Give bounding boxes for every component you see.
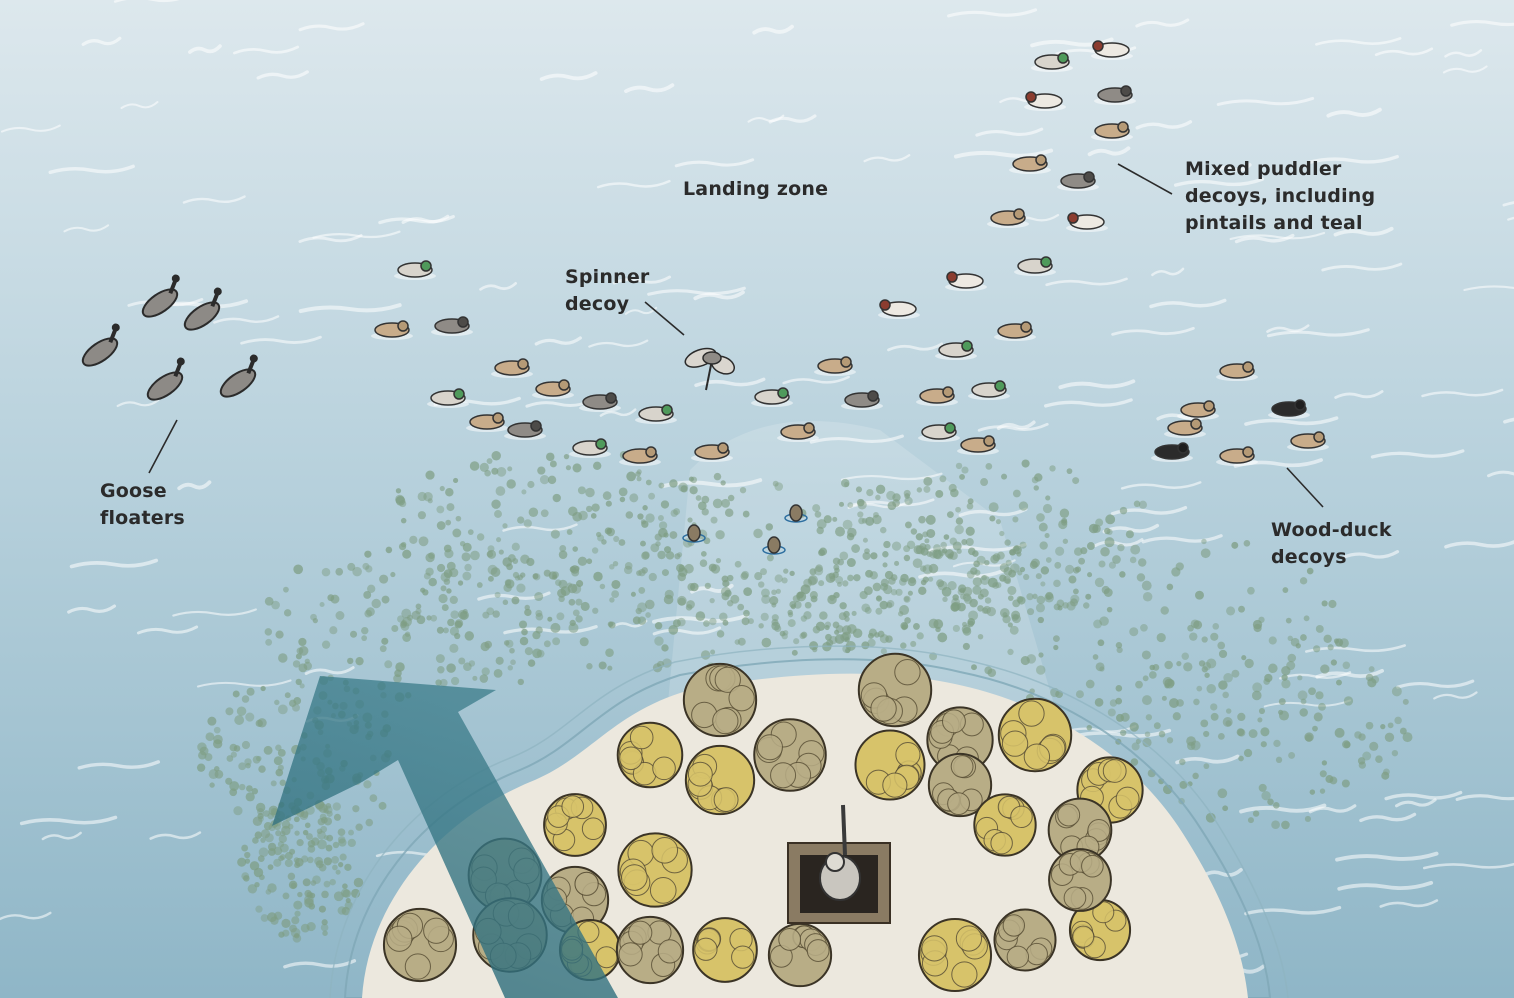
puddler-decoy-icon [569,438,611,458]
wood-duck-decoy-icon [466,412,508,432]
puddler-decoy-icon [504,420,546,440]
pintail-decoy-icon [945,271,987,291]
wood-duck-decoy-icon [994,321,1036,341]
leader-lines [148,163,1324,508]
puddler-decoy-icon [935,340,977,360]
goose-decoy-icon [146,357,185,401]
wood-duck-decoy-icon [1091,121,1133,141]
puddler-decoy-icon [1057,171,1099,191]
puddler-decoy-icon [751,387,793,407]
wood-duck-decoy-icon [532,379,574,399]
wood-duck-label: Wood-duck decoys [1271,519,1392,568]
arrow-up-right-icon [272,676,618,998]
pintail-decoy-icon [1024,91,1066,111]
puddler-decoy-icon [394,260,436,280]
puddler-decoy-icon [1094,85,1136,105]
wood-duck-decoy-icon [957,435,999,455]
wood-duck-decoy-icon [987,208,1029,228]
wood-duck-decoy-icon [814,356,856,376]
goose-decoy-icon [219,354,258,398]
wood-duck-decoy-icon [1216,446,1258,466]
wood-duck-decoy-icon [1216,361,1258,381]
goose-decoy-icon [141,274,180,318]
wood-duck-decoy-icon [1177,400,1219,420]
wood-duck-decoy-icon [1009,154,1051,174]
puddler-decoy-icon [1031,52,1073,72]
decoy-spread [81,40,1329,555]
wood-duck-decoy-icon [491,358,533,378]
spinner-decoy-icon [684,347,736,391]
spinner-decoy-label: Spinner decoy [565,266,650,315]
wood-duck-decoy-icon [691,442,733,462]
pintail-decoy-icon [1091,40,1133,60]
puddler-decoy-icon [431,316,473,336]
wood-duck-decoy-icon [371,320,413,340]
hunter-in-blind-icon [787,804,891,924]
goose-decoy-icon [183,287,222,331]
mixed-puddler-label: Mixed puddler decoys, including pintails… [1185,158,1376,234]
wood-duck-decoy-icon [1268,399,1310,419]
wood-duck-decoy-icon [916,386,958,406]
wood-duck-decoy-icon [1164,418,1206,438]
feeder-decoy-icon [784,504,808,523]
wood-duck-decoy-icon [1287,431,1329,451]
pintail-decoy-icon [878,299,920,319]
puddler-decoy-icon [579,392,621,412]
wood-duck-decoy-icon [619,446,661,466]
goose-decoy-icon [81,323,120,367]
puddler-decoy-icon [918,422,960,442]
wood-duck-decoy-icon [1151,442,1193,462]
landing-zone-label: Landing zone [683,178,829,200]
puddler-decoy-icon [427,388,469,408]
puddler-decoy-icon [841,390,883,410]
wood-duck-decoy-icon [777,422,819,442]
feeder-decoy-icon [762,536,786,555]
puddler-decoy-icon [635,404,677,424]
goose-floaters-label: Goose floaters [100,480,185,529]
puddler-decoy-icon [1014,256,1056,276]
feeder-decoy-icon [682,524,706,543]
puddler-decoy-icon [968,380,1010,400]
pintail-decoy-icon [1066,212,1108,232]
